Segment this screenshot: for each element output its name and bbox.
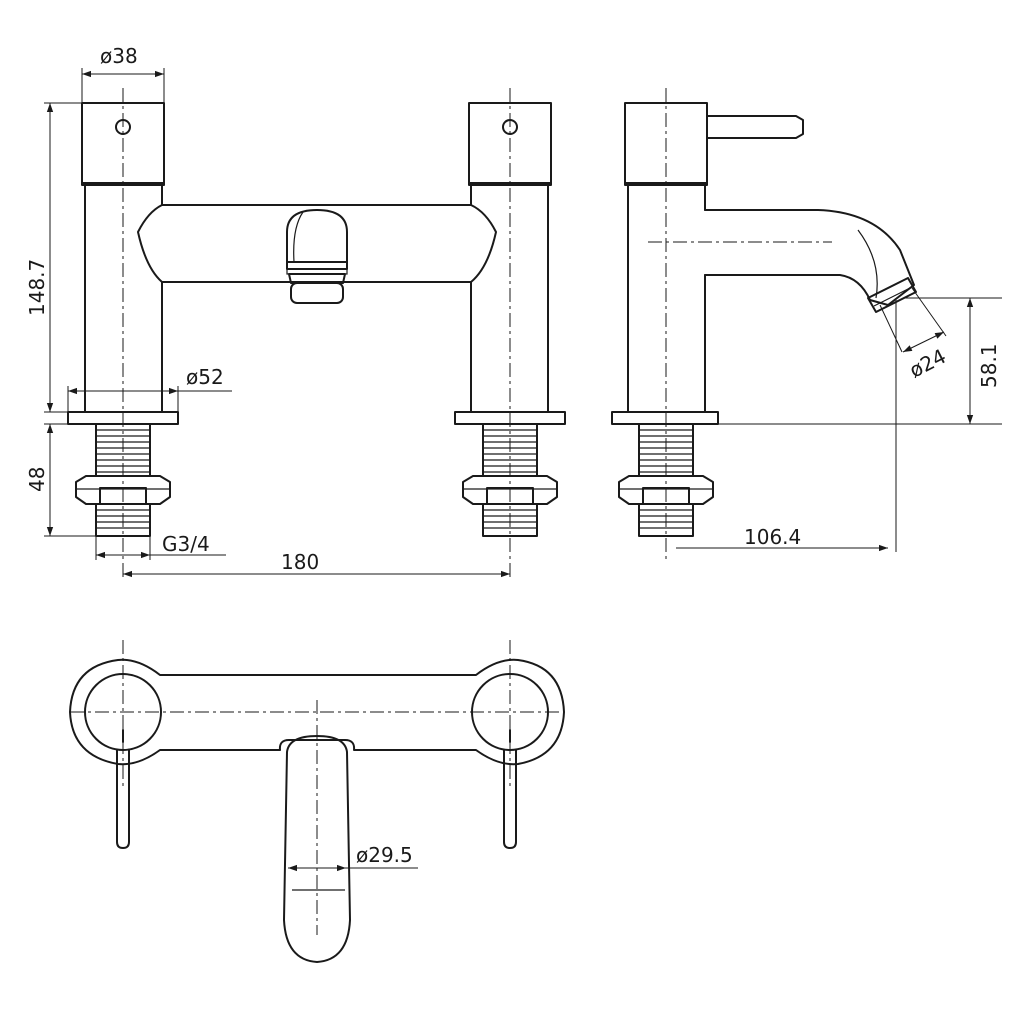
front-dimensions: ø38 148.7 ø52 48 G3/4 180 (25, 44, 510, 578)
side-lever (706, 115, 804, 139)
plan-right-lever (503, 749, 517, 849)
right-pillar (454, 184, 566, 425)
dim-spout-outlet-height: 58.1 (977, 343, 1001, 388)
bridge-body (137, 204, 497, 283)
plan-view: ø29.5 (69, 640, 565, 963)
dim-spout-width-plan: ø29.5 (356, 843, 413, 867)
dim-shank-length: 48 (25, 467, 49, 492)
plan-spout (283, 735, 351, 963)
dim-overall-height: 148.7 (25, 259, 49, 316)
left-pillar (67, 184, 179, 425)
front-elevation (67, 88, 566, 578)
side-spout (704, 209, 915, 306)
dim-base-diameter: ø52 (186, 365, 224, 389)
side-dimensions: ø24 58.1 106.4 (676, 287, 1002, 552)
plan-left-lever (116, 749, 130, 849)
dim-spout-projection: 106.4 (744, 525, 801, 549)
dim-thread: G3/4 (162, 532, 210, 556)
plan-outline (69, 658, 565, 766)
dim-body-diameter: ø38 (100, 44, 138, 68)
side-elevation (611, 88, 917, 560)
front-spout (286, 209, 348, 304)
dim-spout-outlet-diameter: ø24 (905, 344, 949, 382)
dim-centres: 180 (281, 550, 319, 574)
